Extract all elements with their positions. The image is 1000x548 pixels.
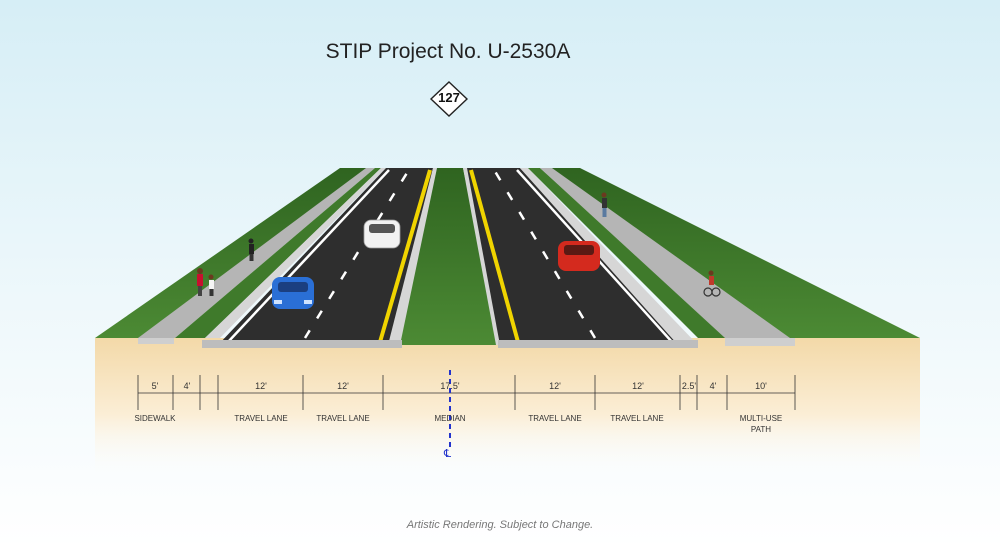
right-grass xyxy=(552,168,920,338)
soil-block xyxy=(95,338,920,478)
right-lane-dashes xyxy=(491,167,597,339)
segment-label-travel-lane: TRAVEL LANE xyxy=(316,414,370,423)
segment-label-sidewalk: SIDEWALK xyxy=(134,414,176,423)
pedestrian-icon xyxy=(248,238,254,261)
pedestrian-icon xyxy=(601,192,607,217)
curb-face xyxy=(498,340,698,348)
dimension-line xyxy=(137,375,796,410)
left-curb xyxy=(205,168,386,338)
left-median-curb xyxy=(388,168,437,345)
centerline-symbol: ℄ xyxy=(444,448,452,460)
left-sidewalk xyxy=(138,168,375,338)
left-roadway xyxy=(218,168,433,345)
red-car xyxy=(558,241,600,271)
dimension-value: 12' xyxy=(632,381,644,391)
dimension-value: 17.5' xyxy=(440,381,460,391)
left-grass xyxy=(95,168,368,338)
left-edge-line xyxy=(227,169,390,343)
dimension-value: 5' xyxy=(151,381,159,391)
blue-car xyxy=(272,277,314,309)
pedestrian-icon xyxy=(197,268,203,296)
left-yellow-line xyxy=(378,169,432,343)
dimension-value: 4' xyxy=(709,381,717,391)
segment-label-multi-use-path: MULTI-USE PATH xyxy=(739,414,783,434)
left-lane-dashes xyxy=(303,167,412,339)
curb-face xyxy=(725,338,795,346)
median-grass xyxy=(400,168,500,345)
left-buffer-grass xyxy=(175,168,381,338)
segment-label-travel-lane: TRAVEL LANE xyxy=(234,414,288,423)
page-title: STIP Project No. U-2530A xyxy=(325,40,571,63)
dimension-value: 12' xyxy=(337,381,349,391)
curb-face xyxy=(138,338,174,344)
dimension-value: 12' xyxy=(549,381,561,391)
dimension-value: 2.5' xyxy=(681,381,697,391)
route-number: 127 xyxy=(438,90,460,105)
right-curb xyxy=(520,168,698,345)
curb-face xyxy=(202,340,402,348)
disclaimer: Artistic Rendering. Subject to Change. xyxy=(406,519,594,531)
dimension-value: 4' xyxy=(183,381,191,391)
route-shield-icon xyxy=(429,81,469,117)
dimension-value: 10' xyxy=(755,381,767,391)
white-car xyxy=(363,219,401,249)
dimension-value: 12' xyxy=(255,381,267,391)
cyclist-icon xyxy=(703,270,721,297)
segment-label-travel-lane: TRAVEL LANE xyxy=(528,414,582,423)
segment-label-median: MEDIAN xyxy=(434,414,466,423)
right-yellow-line xyxy=(469,169,520,343)
pedestrian-icon xyxy=(208,274,214,296)
segment-label-travel-lane: TRAVEL LANE xyxy=(610,414,664,423)
